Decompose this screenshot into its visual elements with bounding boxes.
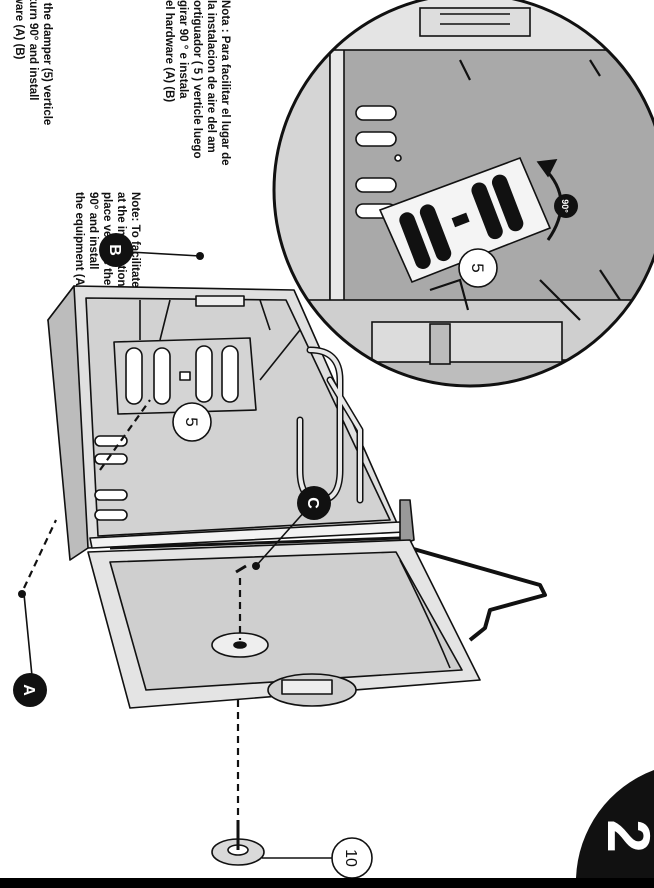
leader-a — [23, 593, 33, 677]
callout-c: C — [297, 486, 331, 520]
callout-damper-label: 5 — [182, 417, 201, 426]
interior-bracket — [139, 299, 301, 381]
callout-c-label: C — [304, 497, 321, 509]
leader-c — [255, 509, 307, 567]
callout-ash-pan: 10 — [331, 837, 373, 879]
rotation-label: 90° — [560, 199, 570, 213]
callout-a: A — [13, 673, 47, 707]
leader-b — [129, 251, 201, 257]
damper-plate — [113, 337, 257, 415]
side-handle — [399, 499, 415, 546]
step-number: 2 — [595, 819, 654, 852]
bottom-bar — [0, 878, 654, 888]
callout-b-label: B — [106, 244, 123, 256]
guide-a-upper — [99, 399, 151, 471]
step-marker: 2 — [576, 770, 654, 878]
callout-damper-detail: 5 — [458, 248, 498, 288]
screw-a — [18, 590, 26, 598]
callout-damper: 5 — [172, 402, 212, 442]
rear-bracket — [195, 295, 245, 307]
lid-inner — [109, 551, 463, 691]
screw-c — [252, 562, 260, 570]
guide-a — [23, 519, 57, 589]
side-vents — [94, 435, 128, 521]
callout-b: B — [99, 233, 133, 267]
assembly-guides — [23, 399, 242, 818]
ash-pan — [211, 820, 265, 866]
rotation-badge: 90° — [554, 194, 578, 218]
handle-rod — [409, 546, 547, 642]
screw-b — [196, 252, 204, 260]
lid-curve — [399, 559, 451, 669]
grill-body — [47, 285, 547, 642]
callout-damper-detail-label: 5 — [468, 263, 487, 272]
lid-hinge-rod — [109, 536, 401, 550]
callout-a-label: A — [20, 684, 37, 696]
grill-lid — [87, 536, 481, 709]
damper-plate-detail — [378, 156, 552, 284]
grill-shell-side — [47, 285, 89, 561]
detail-view — [272, 0, 654, 388]
callout-ash-pan-label: 10 — [342, 849, 359, 867]
callout-leaders — [23, 251, 338, 859]
